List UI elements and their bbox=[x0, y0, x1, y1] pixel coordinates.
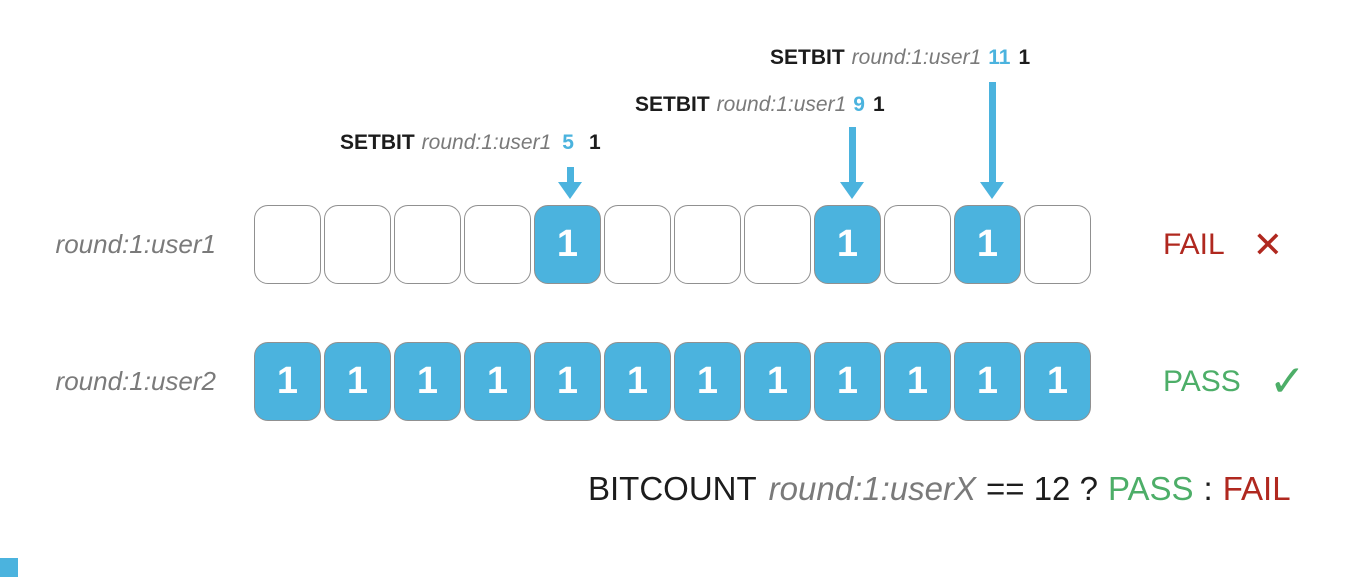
bit-cell-set: 1 bbox=[394, 342, 461, 421]
arrow-stem bbox=[848, 127, 856, 182]
bit-cell-set: 1 bbox=[674, 342, 741, 421]
row-label-user2: round:1:user2 bbox=[55, 366, 216, 396]
bit-cell-empty bbox=[674, 205, 741, 284]
formula-colon: : bbox=[1203, 470, 1213, 507]
cross-icon: ✕ bbox=[1252, 223, 1283, 265]
down-arrow-icon-bit9 bbox=[840, 127, 864, 199]
arrow-head bbox=[558, 182, 582, 199]
status-label: FAIL bbox=[1163, 227, 1225, 261]
key-label: round:1:user1 bbox=[851, 46, 982, 69]
key-label: round:1:user1 bbox=[421, 131, 552, 154]
bit-cell-set: 1 bbox=[534, 205, 601, 284]
down-arrow-icon-bit11 bbox=[980, 82, 1004, 199]
formula-comparison: == 12 ? bbox=[985, 470, 1098, 507]
bit-cell-set: 1 bbox=[814, 205, 881, 284]
key-label: round:1:user1 bbox=[716, 93, 847, 116]
formula-pass-label: PASS bbox=[1107, 470, 1194, 507]
arrow-head bbox=[840, 182, 864, 199]
formula-fail-label: FAIL bbox=[1222, 470, 1291, 507]
corner-marker bbox=[0, 558, 18, 577]
bit-cell-set: 1 bbox=[464, 342, 531, 421]
arrow-stem bbox=[566, 167, 574, 182]
bit-cell-set: 1 bbox=[954, 342, 1021, 421]
bit-cell-empty bbox=[744, 205, 811, 284]
bit-value-label: 1 bbox=[588, 131, 601, 154]
command-label: SETBIT bbox=[635, 93, 710, 116]
status-pass: PASS ✓ bbox=[1163, 342, 1306, 421]
bit-index-label: 9 bbox=[853, 93, 865, 116]
command-label: SETBIT bbox=[340, 131, 415, 154]
bit-cell-empty bbox=[604, 205, 671, 284]
row-label-user1: round:1:user1 bbox=[55, 229, 216, 259]
bit-cell-set: 1 bbox=[254, 342, 321, 421]
arrow-head bbox=[980, 182, 1004, 199]
bit-cell-empty bbox=[324, 205, 391, 284]
status-fail: FAIL ✕ bbox=[1163, 205, 1283, 284]
bit-cell-set: 1 bbox=[744, 342, 811, 421]
bit-cell-set: 1 bbox=[534, 342, 601, 421]
formula-command: BITCOUNT bbox=[588, 470, 757, 507]
bit-value-label: 1 bbox=[872, 93, 885, 116]
bit-cell-set: 1 bbox=[954, 205, 1021, 284]
bit-cell-set: 1 bbox=[884, 342, 951, 421]
bit-value-label: 1 bbox=[1018, 46, 1031, 69]
command-label: SETBIT bbox=[770, 46, 845, 69]
bit-index-label: 5 bbox=[562, 131, 574, 154]
bit-cell-empty bbox=[254, 205, 321, 284]
bit-index-label: 11 bbox=[988, 46, 1011, 69]
arrow-stem bbox=[988, 82, 996, 182]
status-label: PASS bbox=[1163, 364, 1241, 398]
check-icon: ✓ bbox=[1268, 357, 1306, 406]
bit-cell-empty bbox=[884, 205, 951, 284]
bit-cell-set: 1 bbox=[324, 342, 391, 421]
down-arrow-icon-bit5 bbox=[558, 167, 582, 199]
formula-key: round:1:userX bbox=[768, 470, 976, 507]
bit-cell-set: 1 bbox=[604, 342, 671, 421]
bit-cell-set: 1 bbox=[814, 342, 881, 421]
bit-cell-empty bbox=[1024, 205, 1091, 284]
bit-cell-empty bbox=[464, 205, 531, 284]
bit-cell-set: 1 bbox=[1024, 342, 1091, 421]
bitcount-formula: BITCOUNT round:1:userX== 12 ?PASS:FAIL bbox=[588, 470, 1291, 508]
bit-cell-empty bbox=[394, 205, 461, 284]
